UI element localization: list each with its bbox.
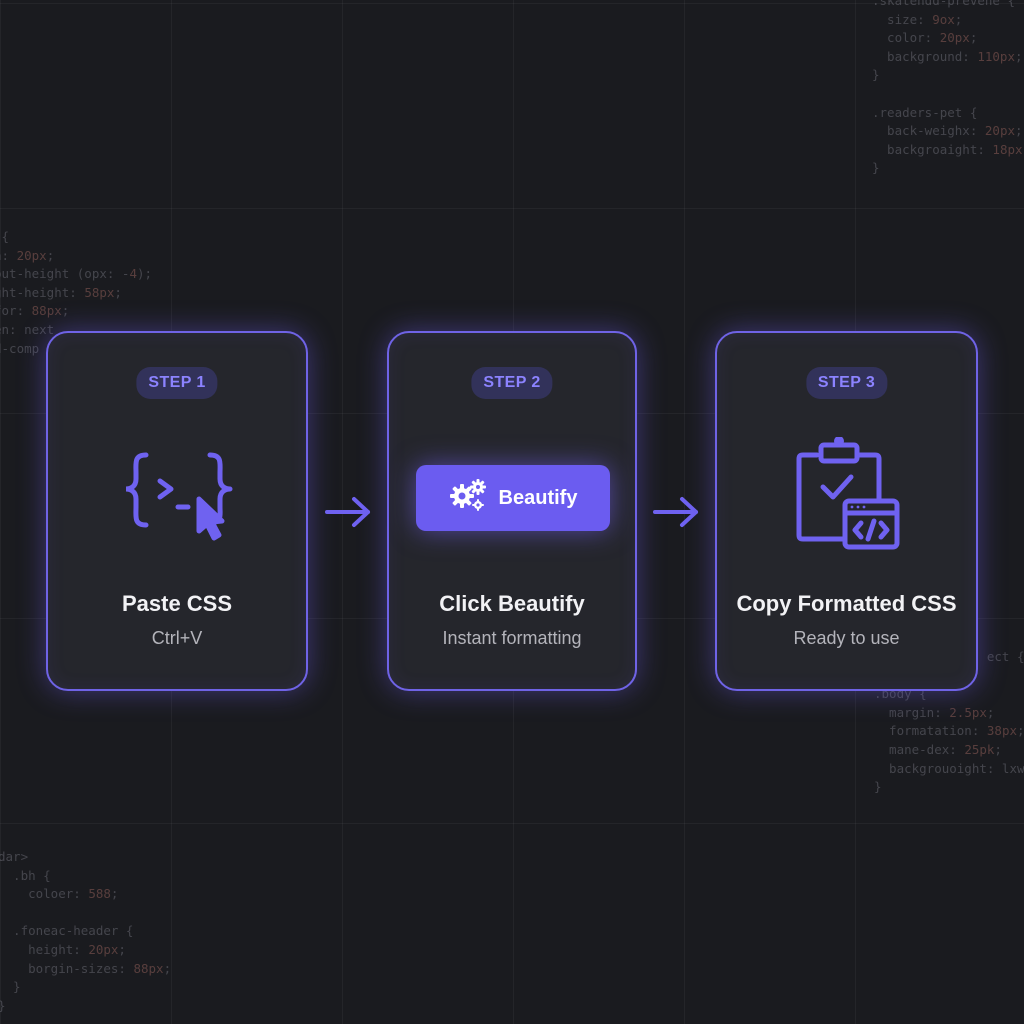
- background-code-top-right: .skatendd-prevene { size: 9ox; color: 20…: [872, 0, 1023, 176]
- step-1-title: Paste CSS: [121, 591, 233, 616]
- step-2-subtitle: Instant formatting: [442, 628, 582, 648]
- background-code-bottom-left: dar> .bh { coloer: 588; .foneac-header {…: [0, 849, 172, 1013]
- clipboard-code-icon: [795, 436, 905, 562]
- step-2-card: STEP 2: [387, 331, 637, 691]
- beautify-button-label: Beautify: [498, 486, 578, 509]
- step-1-subtitle: Ctrl+V: [151, 628, 203, 648]
- step-2-title: Click Beautify: [439, 591, 585, 616]
- step-3-badge: STEP 3: [805, 367, 888, 399]
- gears-icon: [449, 478, 487, 518]
- background-code-left: { n: 20px; out-height (opx: -4); ght-hei…: [0, 229, 153, 356]
- arrow-right-icon: [652, 494, 700, 535]
- step-3-title: Copy Formatted CSS: [736, 591, 957, 616]
- step-1-card: STEP 1 Paste CSS Ctrl+V: [46, 331, 308, 691]
- beautify-button[interactable]: Beautify: [416, 465, 610, 531]
- step-1-badge: STEP 1: [136, 367, 218, 399]
- code-braces-cursor-icon: [123, 449, 236, 564]
- step-2-badge: STEP 2: [471, 367, 553, 399]
- step-3-card: STEP 3 Copy Formatted CSS Ready to use: [715, 331, 978, 691]
- arrow-right-icon: [324, 494, 372, 535]
- step-3-subtitle: Ready to use: [793, 628, 900, 648]
